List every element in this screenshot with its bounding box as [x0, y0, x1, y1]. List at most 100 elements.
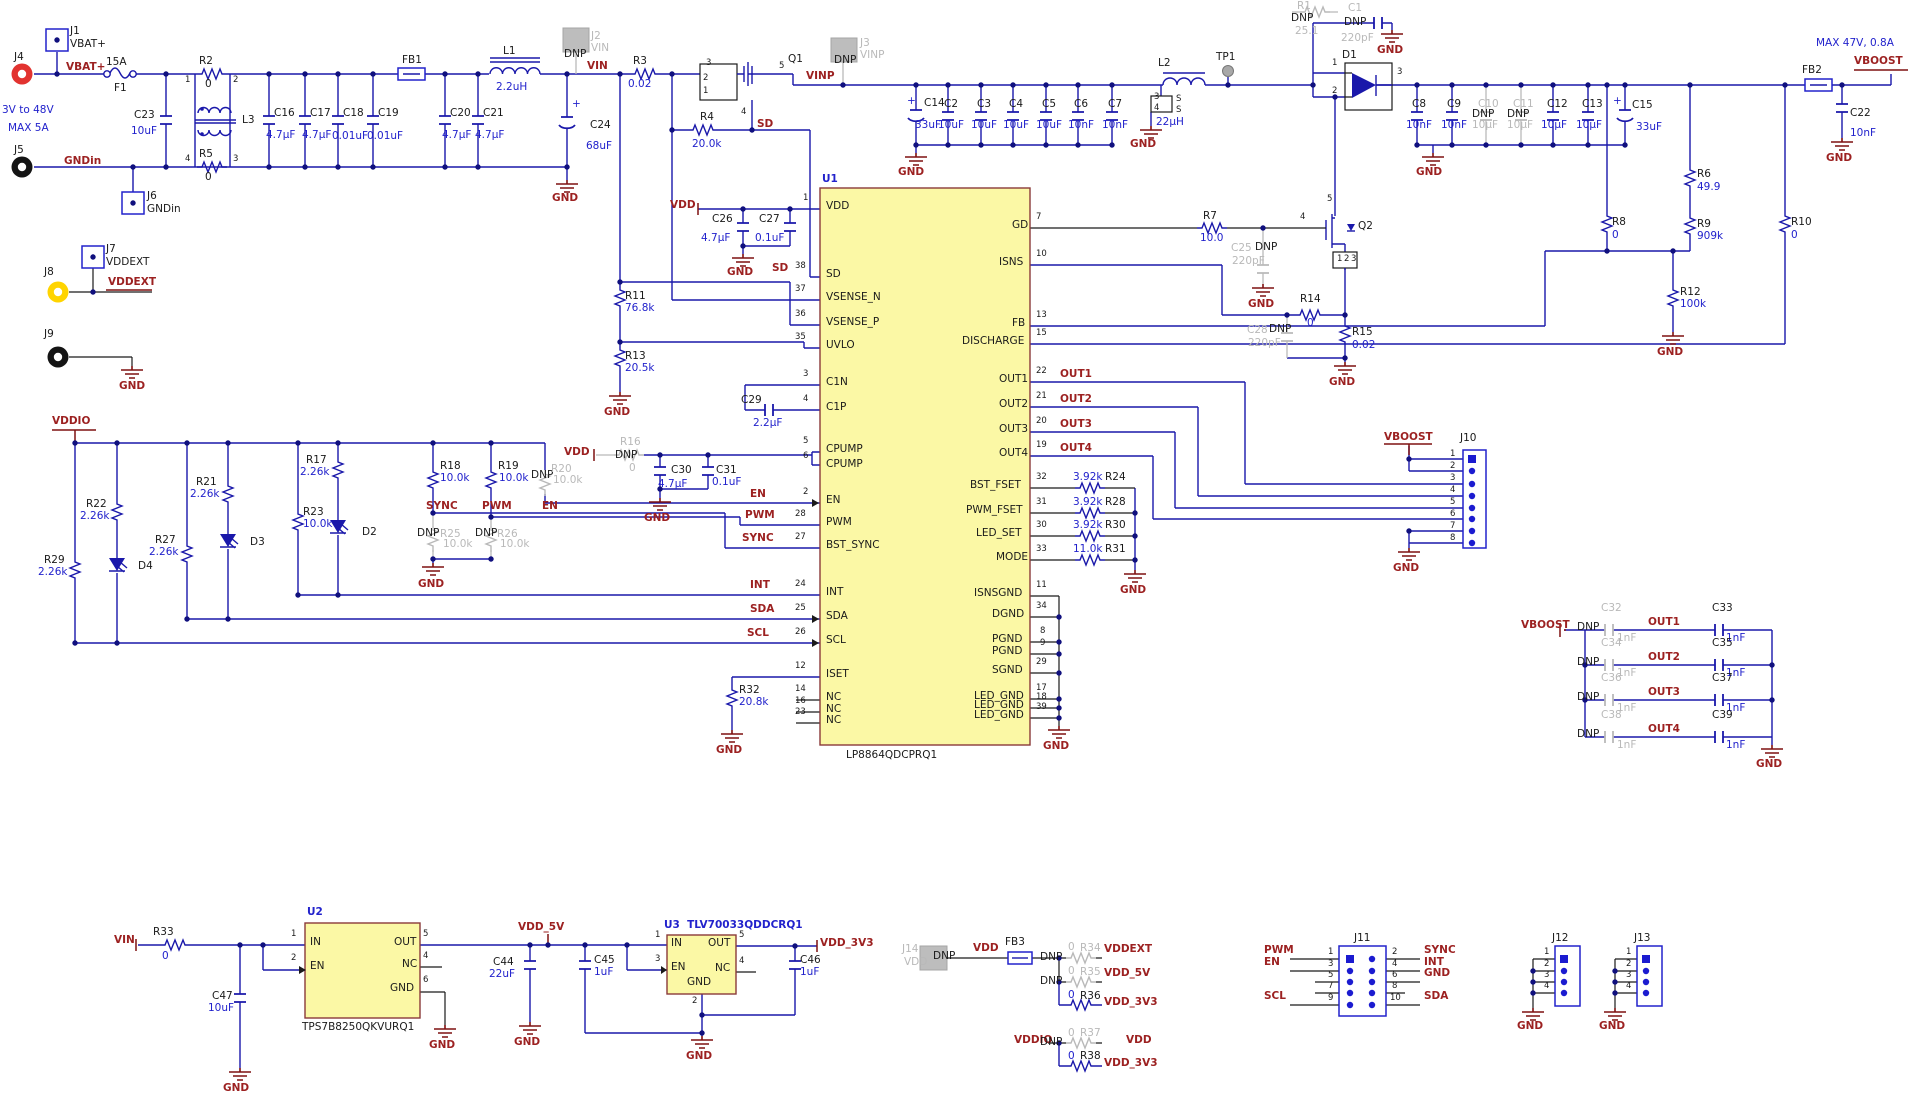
- label-12: 12: [795, 661, 806, 671]
- label-1nf: 1nF: [1617, 632, 1637, 644]
- label-1nf: 1nF: [1726, 632, 1746, 644]
- label-27: 27: [795, 532, 806, 542]
- label-out4: OUT4: [1648, 723, 1680, 735]
- label-gnd: GND: [1248, 298, 1275, 310]
- label-c24: C24: [590, 119, 611, 131]
- label-39: 39: [1036, 702, 1047, 712]
- label-j9: J9: [44, 328, 54, 340]
- label-c8: C8: [1412, 98, 1427, 110]
- label-10nf: 10nF: [1406, 119, 1433, 131]
- label-2: 2: [1332, 86, 1338, 96]
- label-vbat+: VBAT+: [70, 38, 106, 50]
- label-2: 2: [1392, 947, 1398, 957]
- label-33: 33: [1036, 544, 1047, 554]
- label-gnd: GND: [390, 982, 415, 994]
- label-5: 5: [1327, 194, 1333, 204]
- label-10nf: 10nF: [1441, 119, 1468, 131]
- label-d2: D2: [362, 526, 377, 538]
- label-4: 4: [741, 107, 747, 117]
- label-0: 0: [1068, 1027, 1075, 1039]
- label-2-26k: 2.26k: [300, 466, 330, 478]
- label-1: 1: [1332, 58, 1338, 68]
- label-1: 1: [1337, 254, 1343, 264]
- label-pwm: PWM: [745, 509, 775, 521]
- label-lp8864qdcprq1: LP8864QDCPRQ1: [846, 749, 938, 761]
- label-bst-sync: BST_SYNC: [826, 539, 880, 551]
- label-c44: C44: [493, 956, 514, 968]
- label-j12: J12: [1552, 932, 1569, 944]
- label-c10: C10: [1478, 98, 1499, 110]
- label-37: 37: [795, 284, 806, 294]
- capacitors-dnp: [1256, 111, 1614, 744]
- label-r25: R25: [440, 528, 461, 540]
- label-cpump: CPUMP: [826, 458, 863, 470]
- label-3: 3: [1544, 970, 1550, 980]
- label-0-02: 0.02: [628, 78, 652, 90]
- label-10: 10: [1036, 249, 1047, 259]
- j8-banana-yellow: [47, 281, 69, 303]
- label-8: 8: [1040, 626, 1046, 636]
- junction-dots: [54, 37, 1845, 1046]
- label-out3: OUT3: [999, 423, 1029, 435]
- label-3: 3: [233, 154, 239, 164]
- label-c20: C20: [450, 107, 471, 119]
- label-0: 0: [162, 950, 169, 962]
- label-out1: OUT1: [999, 373, 1029, 385]
- led-d2: [329, 519, 349, 535]
- label-c47: C47: [212, 990, 233, 1002]
- label-7: 7: [1328, 981, 1334, 991]
- label-38: 38: [795, 261, 806, 271]
- label-sgnd: SGND: [992, 664, 1023, 676]
- label-c4: C4: [1009, 98, 1024, 110]
- label-c1n: C1N: [826, 376, 848, 388]
- label-2-26k: 2.26k: [190, 488, 220, 500]
- label-0-1uf: 0.1uF: [755, 232, 785, 244]
- label-j3: J3: [860, 37, 870, 49]
- label-dnp: DNP: [1291, 12, 1314, 24]
- label-vddext: VDDEXT: [108, 276, 156, 288]
- fb1-ferrite: [397, 67, 426, 81]
- label-10uf: 10uF: [208, 1002, 235, 1014]
- label-r27: R27: [155, 534, 176, 546]
- label-32: 32: [1036, 472, 1047, 482]
- label-3: 3: [1328, 959, 1334, 969]
- label-sync: SYNC: [426, 500, 458, 512]
- label-en: EN: [310, 960, 325, 972]
- label-c9: C9: [1447, 98, 1462, 110]
- label-15a: 15A: [106, 56, 127, 68]
- label-2-26k: 2.26k: [80, 510, 110, 522]
- label-r21: R21: [196, 476, 217, 488]
- label-vdd-3v3: VDD_3V3: [820, 937, 874, 949]
- label-vdd: VDD: [564, 446, 590, 458]
- ic-u3-tlv70033: [666, 934, 737, 995]
- label-r38: R38: [1080, 1050, 1101, 1062]
- label-4-7-f: 4.7µF: [302, 129, 332, 141]
- label-1uf: 1uF: [800, 966, 820, 978]
- label-220pf: 220pF: [1248, 337, 1281, 349]
- label-c45: C45: [594, 954, 615, 966]
- label-1nf: 1nF: [1726, 702, 1746, 714]
- label-s: S: [1176, 105, 1182, 115]
- label-2: 2: [692, 996, 698, 1006]
- label-2: 2: [1344, 254, 1350, 264]
- label-fb2: FB2: [1802, 64, 1822, 76]
- label-10uf: 10uF: [1003, 119, 1030, 131]
- label-dnp: DNP: [1040, 975, 1063, 987]
- label-2-26k: 2.26k: [149, 546, 179, 558]
- label-3-92k: 3.92k: [1073, 471, 1103, 483]
- label-c28: C28: [1247, 324, 1268, 336]
- label-bst-fset: BST_FSET: [970, 479, 1021, 491]
- label-j2: J2: [591, 30, 601, 42]
- label-l1: L1: [503, 45, 516, 57]
- label-c31: C31: [716, 464, 737, 476]
- label-gnd: GND: [898, 166, 925, 178]
- label-0: 0: [205, 171, 212, 183]
- label-r29: R29: [44, 554, 65, 566]
- label-10uf: 10uF: [971, 119, 998, 131]
- label-10-0k: 10.0k: [303, 518, 333, 530]
- label-r2: R2: [199, 55, 213, 67]
- label-gndin: GNDin: [147, 203, 181, 215]
- label-u2: U2: [307, 906, 323, 918]
- label-sd: SD: [772, 262, 789, 274]
- j3-dnp-header: [830, 37, 858, 63]
